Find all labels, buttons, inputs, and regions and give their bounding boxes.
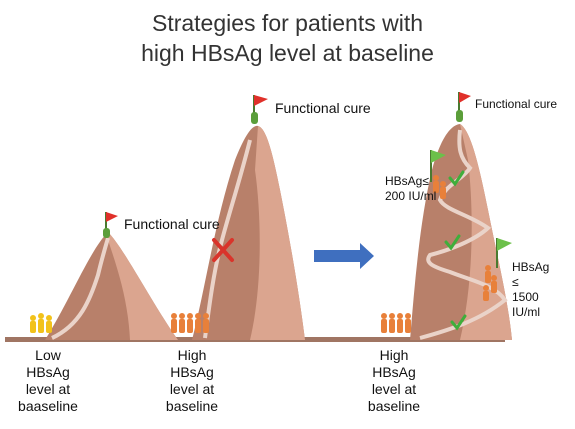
- check-mark-icon-3: [450, 314, 467, 331]
- functional-cure-label-small: Functional cure: [124, 216, 220, 232]
- tall-mountain: [192, 125, 305, 340]
- check-mark-icon-1: [448, 170, 465, 187]
- flag-right-red: [456, 92, 471, 122]
- cross-mark-icon: [212, 238, 234, 262]
- people-group-yellow: [30, 313, 52, 333]
- flag-lower-green: [496, 238, 512, 268]
- functional-cure-label-right: Functional cure: [475, 97, 558, 111]
- label-low-baseline: Low HBsAg level at baaseline: [18, 347, 78, 414]
- milestone-lower-label: HBsAg ≤ 1500 IU/ml: [512, 260, 550, 319]
- people-group-orange-middle: [171, 313, 209, 333]
- flag-upper-green: [430, 150, 446, 182]
- title-line-2: high HBsAg level at baseline: [141, 40, 434, 66]
- flag-tall-red: [251, 95, 268, 124]
- check-mark-icons: [444, 170, 467, 331]
- right-arrow-icon: [314, 243, 374, 269]
- diagram-title: Strategies for patients with high HBsAg …: [0, 8, 575, 68]
- people-group-orange-right-lower: [483, 265, 497, 301]
- functional-cure-label-tall: Functional cure: [275, 100, 371, 116]
- people-group-orange-right-upper: [433, 175, 446, 199]
- right-mountain: [410, 124, 512, 340]
- label-high-baseline-middle: High HBsAg level at baseline: [165, 347, 219, 414]
- flag-small-red: [103, 212, 118, 238]
- milestone-upper-label: HBsAg≤ 200 IU/ml: [385, 174, 437, 203]
- people-group-orange-right-base: [381, 313, 411, 333]
- title-line-1: Strategies for patients with: [151, 10, 424, 36]
- check-mark-icon-2: [444, 234, 461, 251]
- small-mountain: [45, 232, 178, 340]
- label-high-baseline-right: High HBsAg level at baseline: [367, 347, 421, 414]
